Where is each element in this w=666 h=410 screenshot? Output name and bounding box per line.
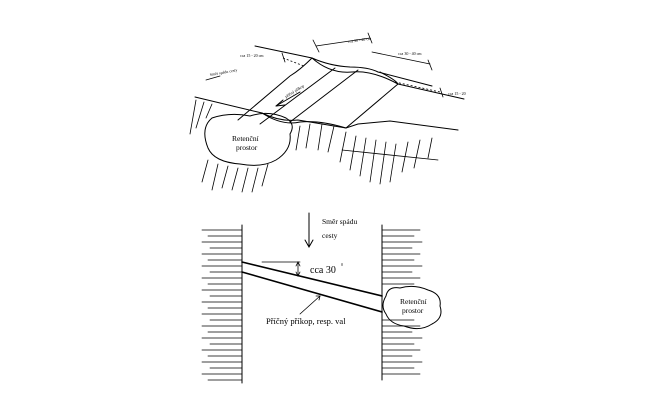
trench-wall-left-inner — [259, 67, 336, 125]
dim-tick-b — [367, 32, 373, 44]
ditch-label: Příčný příkop, resp. val — [266, 316, 346, 326]
dim-label-top-2: cca 30 - 40 cm — [398, 51, 422, 56]
ditch-line-lower — [241, 271, 383, 313]
road-edge-upper — [254, 45, 433, 87]
angle-arrow-head-top — [295, 261, 301, 267]
dim-line-right — [439, 87, 444, 98]
retention-pond-outline — [204, 112, 293, 166]
ditch-line-upper — [241, 261, 383, 297]
dim-label-right: cca 15 - 20 — [448, 91, 466, 96]
depth-dash-right — [394, 81, 441, 93]
trench-wall-right-inner — [289, 69, 359, 123]
trench-bottom-curve — [311, 57, 399, 85]
dim-tick-c — [427, 59, 433, 71]
dim-label-top-1: cca 30 - 40 cm — [347, 36, 372, 44]
road-edge-upper-right — [397, 83, 465, 100]
angle-label: cca 30 — [310, 265, 336, 276]
dim-tick-a — [312, 39, 320, 53]
retention-label-plan-2: prostor — [402, 306, 424, 315]
trench-wall-left-outer — [237, 57, 313, 121]
terrain-hatching-right — [295, 123, 439, 185]
retention-label-top-1: Retenční — [232, 134, 259, 143]
shoulder-hatching-right — [381, 229, 423, 375]
retention-pond-outline-plan — [382, 285, 442, 330]
depth-dash-left — [282, 57, 305, 67]
trench-lower-curve — [261, 112, 347, 129]
dim-line-top-2 — [371, 51, 431, 65]
angle-unit: 0 — [341, 262, 343, 267]
ditch-leader-line — [299, 295, 321, 315]
slope-label-2: cesty — [322, 231, 338, 240]
retention-label-plan-1: Retenční — [400, 297, 427, 306]
slope-arrow-head — [304, 239, 314, 249]
plan-view: Směr spádu cesty — [201, 212, 442, 384]
dim-line-top-1 — [315, 37, 371, 47]
slope-label-1: Směr spádu — [322, 217, 357, 226]
label-trench: příčný příkop — [284, 83, 305, 99]
angle-arrow-head-bottom — [295, 271, 301, 277]
retention-label-top-2: prostor — [236, 143, 258, 152]
dim-label-left: cca 15 - 20 cm — [240, 53, 264, 58]
perspective-view: cca 30 - 40 cm cca 30 - 40 cm cca 15 - 2… — [189, 32, 466, 193]
flow-arrow-road — [205, 75, 221, 81]
flow-arrow-trench — [275, 91, 301, 107]
road-edge-lower — [194, 96, 459, 131]
shoulder-hatching-left — [201, 229, 243, 381]
terrain-hatching-left — [189, 99, 269, 193]
label-road-direction: Směr spádu cesty — [209, 67, 237, 77]
ditch-leader-head — [315, 295, 321, 301]
flow-arrow-trench-head — [275, 99, 286, 107]
dim-line-left — [281, 52, 286, 63]
